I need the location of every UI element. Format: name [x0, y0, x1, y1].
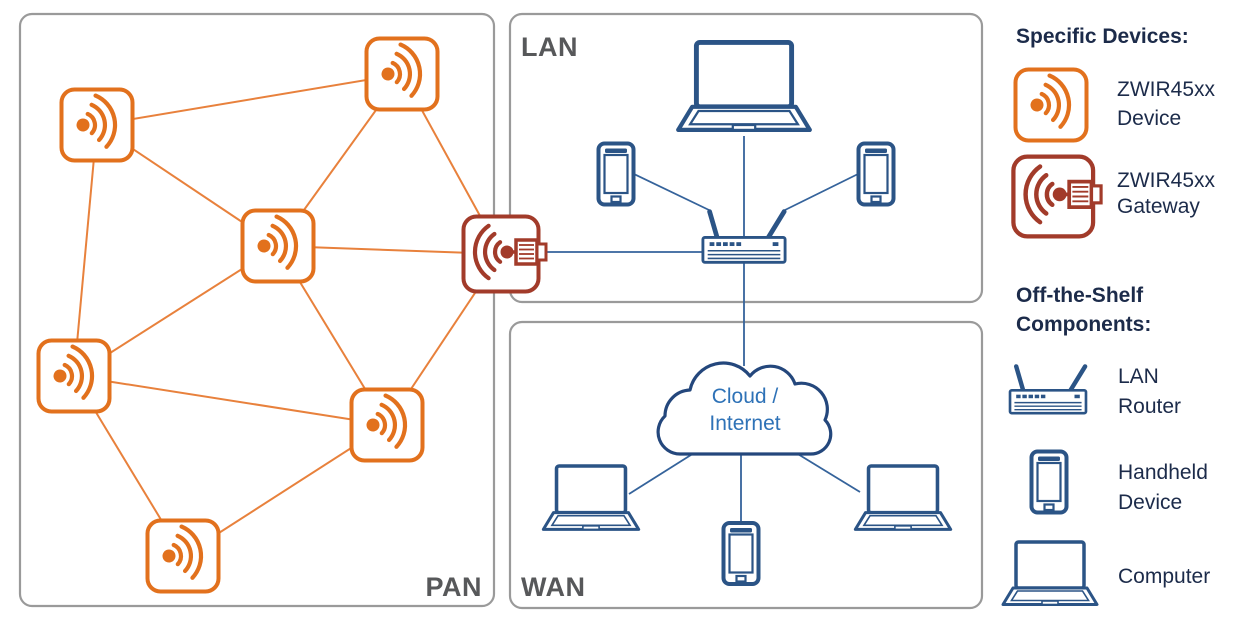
- pan-link-zwir-device-1--zwir-device-2: [96, 73, 403, 126]
- zwir-device-6-icon: [148, 521, 219, 592]
- zwir-device-1-icon: [367, 39, 438, 110]
- legend-handheld-label-line2: Device: [1118, 491, 1182, 514]
- link-cloud-computer-left: [628, 447, 703, 495]
- wan-handheld-icon: [724, 523, 759, 584]
- lan-panel-label: LAN: [521, 32, 578, 62]
- legend-zwir-device-label-line2: Device: [1117, 107, 1181, 130]
- link-handheld-left-router: [633, 173, 710, 211]
- zwir-device-5-icon: [352, 390, 423, 461]
- zwir-gateway-icon: [464, 217, 547, 292]
- lan-handheld-left-icon: [596, 141, 636, 207]
- wan-panel-border: [508, 320, 984, 610]
- legend-zwir-gateway-icon: [1013, 157, 1101, 237]
- lan-handheld-right-icon: [856, 141, 896, 207]
- legend-handheld-icon: [1029, 449, 1069, 515]
- legend-zwir-device-icon: [1016, 70, 1087, 141]
- legend-zwir-device-label-line1: ZWIR45xx: [1117, 78, 1216, 101]
- zwir-device-4-icon: [39, 341, 110, 412]
- legend-lan-router-label-line1: LAN: [1118, 365, 1159, 388]
- wan-panel-label: WAN: [521, 572, 586, 602]
- cloud-shape: [656, 361, 833, 456]
- lan-panel: LAN: [508, 12, 984, 304]
- link-handheld-right-router: [784, 173, 859, 211]
- legend-shelf-heading-line2: Components:: [1016, 313, 1151, 336]
- wan-computer-right-icon: [853, 464, 953, 532]
- lan-computer-icon: [678, 42, 810, 129]
- legend-lan-router-icon: [1010, 366, 1086, 413]
- legend-specific-heading: Specific Devices:: [1016, 25, 1189, 48]
- legend-computer-label: Computer: [1118, 565, 1210, 588]
- pan-link-zwir-device-4--zwir-device-5: [73, 375, 388, 426]
- legend-computer-icon: [1001, 540, 1099, 607]
- legend: Specific Devices: ZWIR45xx Device ZWIR45…: [1001, 25, 1216, 607]
- legend-shelf-heading-line1: Off-the-Shelf: [1016, 284, 1144, 307]
- wan-panel: WAN: [508, 320, 984, 610]
- wan-computer-left-icon: [541, 464, 641, 532]
- zwir-device-3-icon: [243, 211, 314, 282]
- legend-lan-router-label-line2: Router: [1118, 395, 1181, 418]
- zwir-device-2-icon: [62, 90, 133, 161]
- cloud-label-line2: Internet: [709, 412, 780, 435]
- pan-panel-label: PAN: [425, 572, 482, 602]
- legend-zwir-gateway-label-line1: ZWIR45xx: [1117, 169, 1216, 192]
- lan-panel-border: [508, 12, 984, 304]
- pan-link-zwir-device-2--zwir-device-4: [73, 124, 98, 377]
- legend-handheld-label-line1: Handheld: [1118, 461, 1208, 484]
- cloud-internet: Cloud / Internet: [656, 361, 833, 456]
- cloud-label-line1: Cloud /: [712, 385, 779, 408]
- legend-zwir-gateway-label-line2: Gateway: [1117, 195, 1200, 218]
